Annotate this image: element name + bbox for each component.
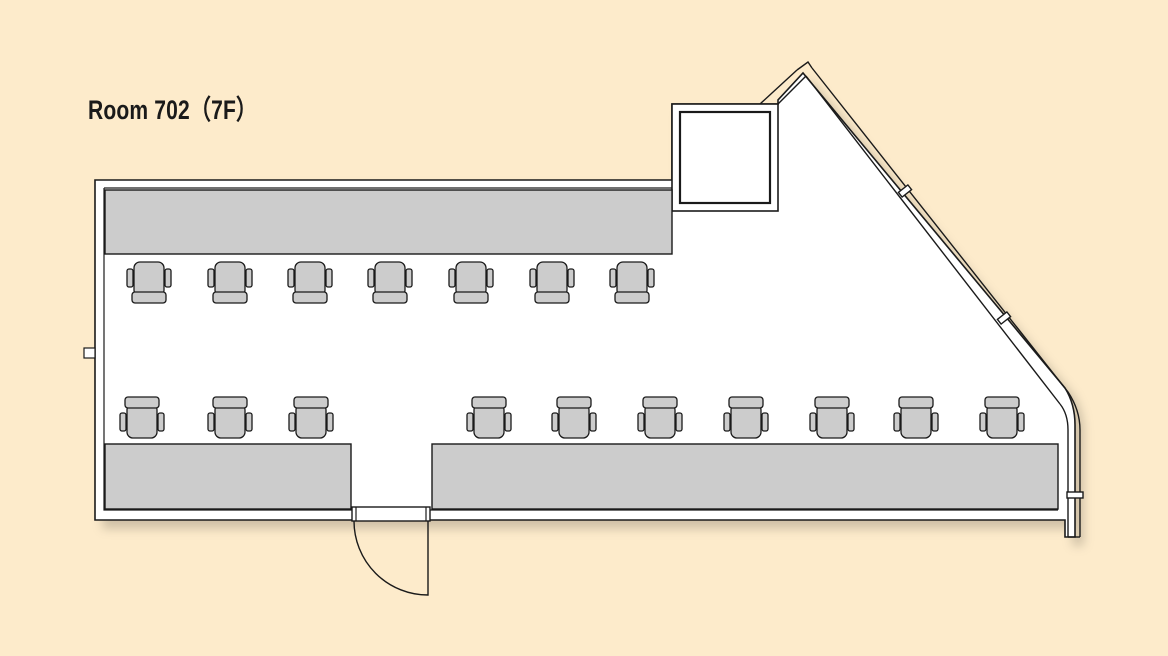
left-wall-notch (83, 347, 96, 359)
inner-wall (103, 187, 1058, 511)
chair-icon[interactable] (126, 261, 172, 304)
chair-icon[interactable] (529, 261, 575, 304)
chair-icon[interactable] (367, 261, 413, 304)
window-mullion-1 (897, 183, 913, 199)
chair-icon[interactable] (979, 396, 1025, 439)
chair-icon[interactable] (207, 261, 253, 304)
chair-icon[interactable] (119, 396, 165, 439)
diagonal-window (759, 61, 1084, 538)
chair-icon[interactable] (637, 396, 683, 439)
door-opening (351, 506, 431, 522)
column-block (671, 103, 779, 212)
room-title: Room 702（7F） (88, 95, 258, 125)
desk-bottom-right[interactable] (431, 443, 1059, 510)
chair-icon[interactable] (207, 396, 253, 439)
chair-icon[interactable] (893, 396, 939, 439)
column-inner (678, 110, 772, 205)
chairs-bottom-left-row (119, 396, 334, 439)
chair-icon[interactable] (287, 261, 333, 304)
door-swing-icon (353, 520, 429, 596)
desks (104, 189, 1059, 510)
chair-icon[interactable] (288, 396, 334, 439)
chair-icon[interactable] (466, 396, 512, 439)
chair-icon[interactable] (723, 396, 769, 439)
desk-bottom-left[interactable] (104, 443, 352, 510)
window-mullion-2 (996, 310, 1012, 326)
window-mullion-3 (1066, 491, 1084, 499)
chair-icon[interactable] (809, 396, 855, 439)
door[interactable] (351, 506, 431, 596)
desk-top[interactable] (104, 189, 673, 255)
chair-icon[interactable] (448, 261, 494, 304)
chair-icon[interactable] (609, 261, 655, 304)
chair-icon[interactable] (551, 396, 597, 439)
